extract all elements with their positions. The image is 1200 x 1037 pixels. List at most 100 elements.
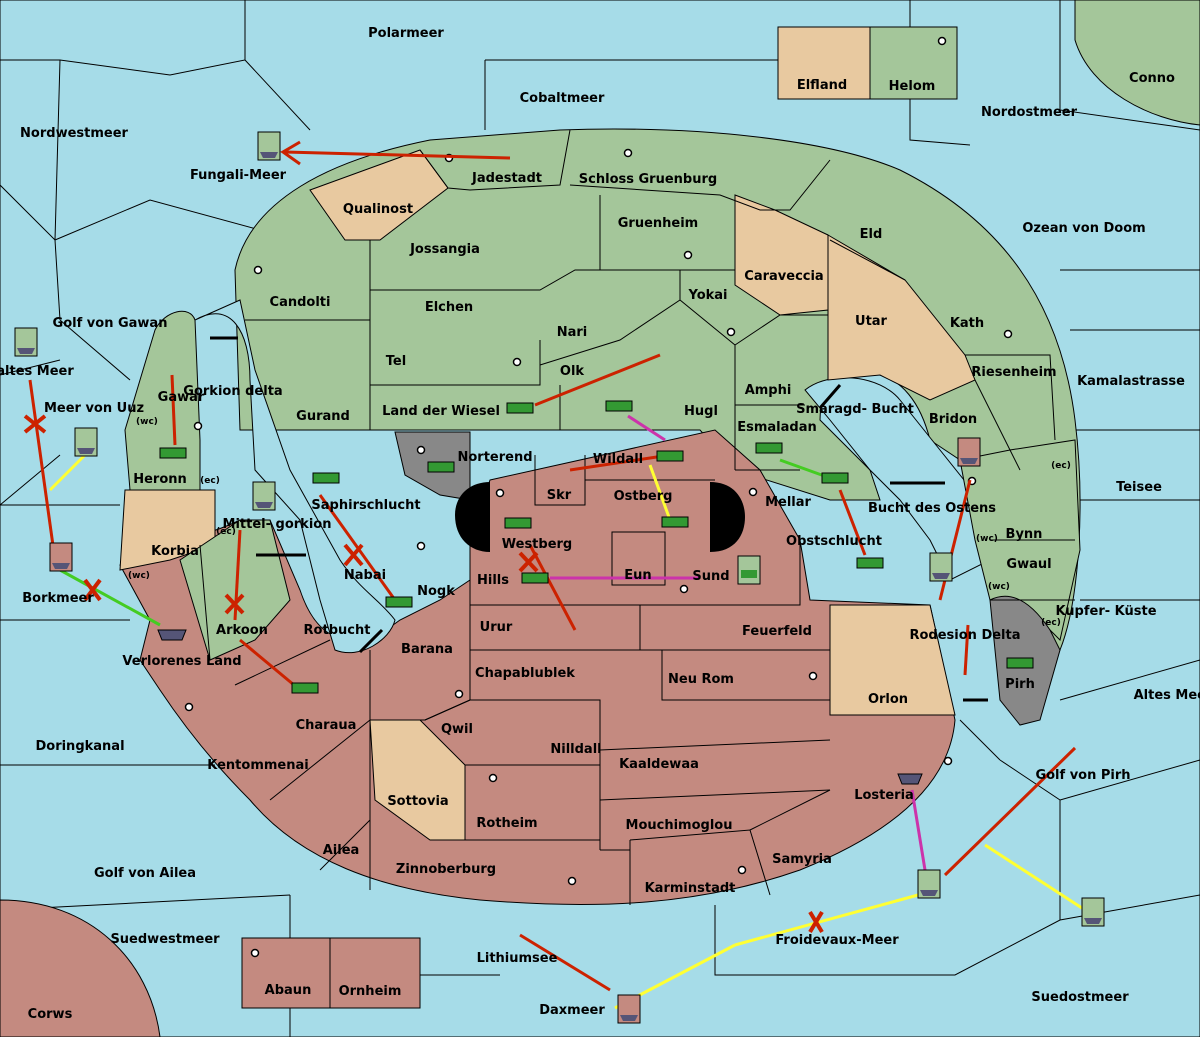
label-samyria: Samyria (772, 852, 832, 867)
label-kamalastrasse: Kamalastrasse (1077, 374, 1185, 389)
label-nabai: Nabai (344, 568, 386, 583)
label-eun: Eun (624, 568, 651, 583)
land-labels: Elfland Helom Conno Jadestadt Schloss Gr… (28, 71, 1175, 1022)
label-kupfer: Kupfer- Küste (1055, 604, 1156, 619)
fleet-icon (617, 994, 641, 1024)
label-mouchimoglou: Mouchimoglou (626, 818, 733, 833)
label-mittelgorkion: Mittel- gorkion (223, 517, 332, 532)
label-elchen: Elchen (425, 300, 473, 315)
label-nordwestmeer: Nordwestmeer (20, 126, 128, 141)
label-orlon: Orlon (868, 692, 908, 707)
label-gorkion-delta: Gorkion delta (183, 384, 282, 399)
coast-tag: (ec) (1041, 618, 1061, 628)
label-zinnoberburg: Zinnoberburg (396, 862, 496, 877)
label-hills: Hills (477, 573, 509, 588)
label-gwaul: Gwaul (1006, 557, 1051, 572)
label-doringkanal: Doringkanal (35, 739, 124, 754)
label-riesenheim: Riesenheim (971, 365, 1056, 380)
fleet-icon (929, 552, 953, 582)
label-arkoon: Arkoon (216, 623, 268, 638)
region-corws[interactable] (0, 899, 161, 1037)
coast-tag: (wc) (136, 417, 158, 427)
region-conno[interactable] (1074, 0, 1200, 126)
label-kaltes: Kaltes Meer (0, 364, 74, 379)
label-verlorenes: Verlorenes Land (122, 654, 241, 669)
label-teisee: Teisee (1116, 480, 1162, 495)
fleet-icon (917, 869, 941, 899)
label-smaragd: Smaragd- Bucht (796, 402, 914, 417)
label-land-der-wiesel: Land der Wiesel (382, 404, 500, 419)
coast-tag: (wc) (976, 534, 998, 544)
label-amphi: Amphi (745, 383, 792, 398)
label-suedwestmeer: Suedwestmeer (110, 932, 220, 947)
label-ornheim: Ornheim (339, 984, 402, 999)
label-suedostmeer: Suedostmeer (1031, 990, 1129, 1005)
label-losteria: Losteria (854, 788, 914, 803)
label-utar: Utar (855, 314, 888, 329)
coast-tag: (ec) (1051, 461, 1071, 471)
label-nordostmeer: Nordostmeer (981, 105, 1078, 120)
region-qualinost[interactable] (309, 149, 449, 241)
label-karminstadt: Karminstadt (645, 881, 736, 896)
label-pirh: Pirh (1005, 677, 1035, 692)
region-orlon[interactable] (829, 604, 956, 716)
label-sottovia: Sottovia (387, 794, 448, 809)
label-elfland: Elfland (797, 78, 847, 93)
land-borders (130, 129, 1075, 905)
tank-icons (159, 400, 1034, 694)
label-kath: Kath (950, 316, 984, 331)
failed-order-marks (23, 414, 824, 934)
fleet-icon (957, 437, 981, 467)
label-golf-ailea: Golf von Ailea (94, 866, 196, 881)
region-ornheim[interactable] (329, 937, 421, 1009)
double-arrows (210, 336, 988, 702)
label-charaua: Charaua (296, 718, 357, 733)
label-yokai: Yokai (687, 288, 727, 303)
coast-tag: (ec) (200, 476, 220, 486)
supply-centers (184, 36, 1013, 958)
label-urur: Urur (480, 620, 513, 635)
label-nilldall: Nilldall (550, 742, 601, 757)
label-meer-uuz: Meer von Uuz (44, 401, 144, 416)
label-jadestadt: Jadestadt (471, 171, 542, 186)
label-bynn: Bynn (1006, 527, 1043, 542)
label-olk: Olk (560, 364, 585, 379)
label-rotbucht: Rotbucht (304, 623, 371, 638)
region-utar[interactable] (827, 234, 976, 401)
units (14, 131, 1105, 1024)
fleet-icon (74, 427, 98, 457)
central-arena (455, 482, 745, 552)
region-elfland[interactable] (777, 26, 871, 100)
label-qualinost: Qualinost (343, 202, 413, 217)
label-gruenheim: Gruenheim (618, 216, 698, 231)
label-rotheim: Rotheim (476, 816, 537, 831)
coast-tag: (wc) (988, 582, 1010, 592)
label-golf-gawan: Golf von Gawan (53, 316, 168, 331)
label-tel: Tel (386, 354, 406, 369)
region-mittelgorkion-sea[interactable] (194, 299, 396, 654)
label-conno: Conno (1129, 71, 1175, 86)
label-caraveccia: Caraveccia (744, 269, 823, 284)
label-hugl: Hugl (684, 404, 718, 419)
label-kaaldewaa: Kaaldewaa (619, 757, 699, 772)
ship-icons (157, 629, 923, 785)
region-smaragd-sea[interactable] (804, 377, 991, 581)
fleet-icon (1081, 897, 1105, 927)
army-icon (737, 555, 761, 585)
label-bridon: Bridon (929, 412, 977, 427)
label-bucht-ostens: Bucht des Ostens (868, 501, 996, 516)
label-obstschlucht: Obstschlucht (786, 534, 882, 549)
label-fungali: Fungali-Meer (190, 168, 287, 183)
label-wildall: Wildall (593, 452, 643, 467)
label-korbia: Korbia (151, 544, 199, 559)
label-heronn: Heronn (133, 472, 187, 487)
label-rodesion: Rodesion Delta (909, 628, 1020, 643)
label-nogk: Nogk (417, 584, 455, 599)
label-sund: Sund (692, 569, 729, 584)
label-ostberg: Ostberg (614, 489, 673, 504)
label-polarmeer: Polarmeer (368, 26, 444, 41)
label-candolti: Candolti (270, 295, 331, 310)
label-cobaltmeer: Cobaltmeer (520, 91, 605, 106)
